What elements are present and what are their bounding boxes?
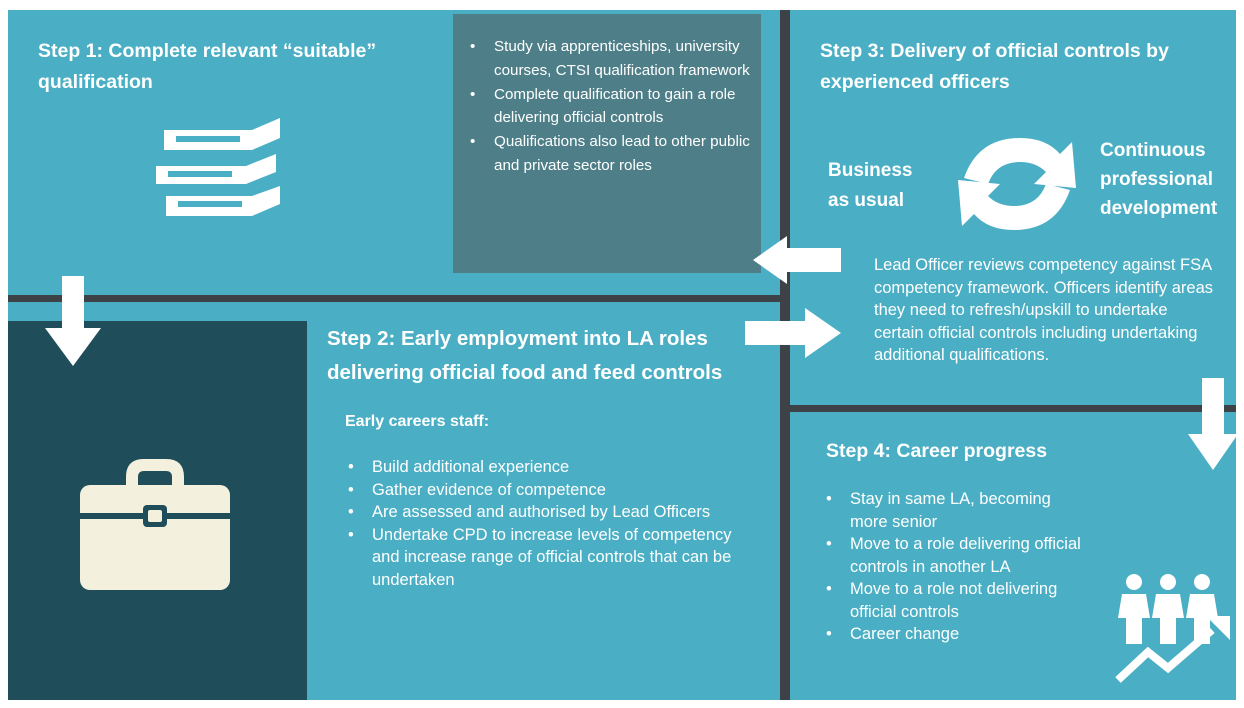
career-growth-icon [1112, 572, 1232, 684]
step2-bullet-1: Build additional experience [344, 456, 734, 479]
horizontal-divider-right [790, 405, 1236, 412]
briefcase-icon [80, 455, 230, 590]
study-bullets: Study via apprenticeships, university co… [466, 35, 752, 178]
step2-bullet-3: Are assessed and authorised by Lead Offi… [344, 501, 734, 524]
step2-bullet-2: Gather evidence of competence [344, 479, 734, 502]
step2-title: Step 2: Early employment into LA roles d… [327, 327, 723, 384]
books-icon [148, 108, 288, 233]
step4-bullet-2: Move to a role delivering official contr… [822, 533, 1084, 578]
business-as-usual-label: Business as usual [828, 160, 913, 211]
arrow-down-step1-to-step2 [45, 276, 101, 366]
step2-bullets: Build additional experience Gather evide… [344, 456, 734, 591]
step2-subheading: Early careers staff: [345, 413, 490, 430]
arrow-right-step2-to-step3 [745, 308, 841, 358]
arrow-down-step3-to-step4 [1188, 378, 1238, 470]
step2-bullet-4: Undertake CPD to increase levels of comp… [344, 524, 734, 592]
step3-review-text: Lead Officer reviews competency against … [874, 256, 1213, 365]
step4-bullet-4: Career change [822, 623, 1084, 646]
study-bullet-1: Study via apprenticeships, university co… [466, 35, 752, 83]
step4-bullets: Stay in same LA, becoming more senior Mo… [822, 488, 1084, 646]
step1-title: Step 1: Complete relevant “suitable” qua… [38, 40, 377, 93]
horizontal-divider-left [8, 295, 790, 302]
refresh-cycle-icon [942, 130, 1092, 238]
arrow-left-to-study-box [753, 236, 843, 284]
vertical-divider [780, 10, 790, 700]
step4-title: Step 4: Career progress [826, 440, 1048, 462]
step4-bullet-3: Move to a role not delivering official c… [822, 578, 1084, 623]
step4-bullet-1: Stay in same LA, becoming more senior [822, 488, 1084, 533]
study-bullet-3: Qualifications also lead to other public… [466, 130, 752, 178]
study-bullet-2: Complete qualification to gain a role de… [466, 83, 752, 131]
cpd-label: Continuous professional development [1100, 140, 1218, 219]
step3-title: Step 3: Delivery of official controls by… [820, 40, 1169, 93]
